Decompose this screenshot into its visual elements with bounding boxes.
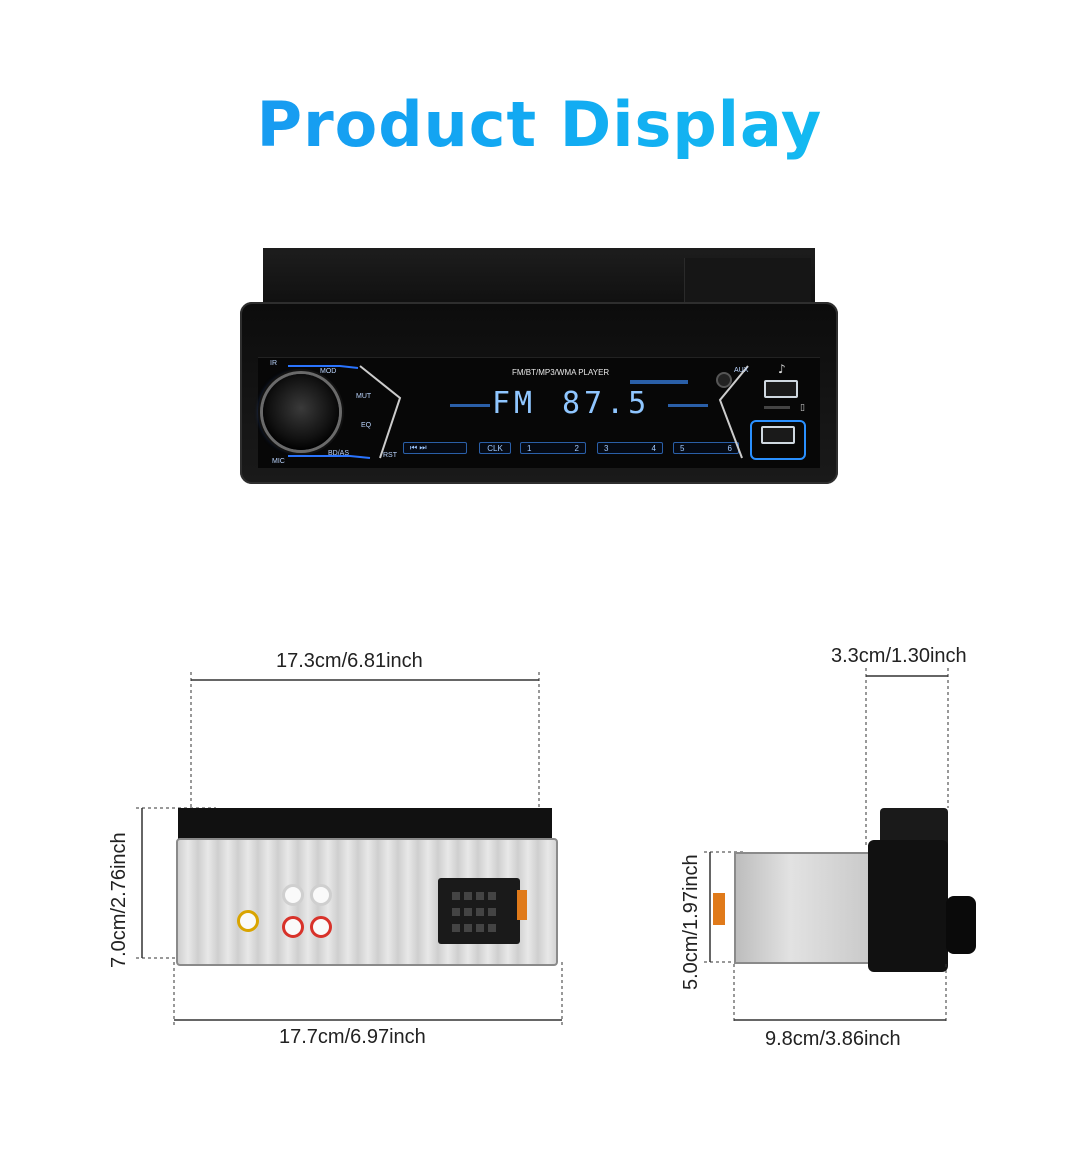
side-faceplate	[868, 840, 948, 972]
rca-yellow-connector	[237, 910, 259, 932]
prev-next-button[interactable]: ⏮ ⏭	[403, 442, 467, 454]
back-bottom-width-label: 17.7cm/6.97inch	[279, 1026, 426, 1048]
rst-button[interactable]: RST	[383, 452, 397, 459]
side-top-depth-dimension-line	[865, 668, 949, 848]
back-bottom-width-dimension-line	[173, 962, 563, 1028]
prev-next-label: ⏮ ⏭	[410, 443, 427, 452]
bdas-button[interactable]: BD/AS	[328, 450, 350, 457]
ir-label: IR	[270, 360, 277, 367]
preset-4-label: 4	[651, 443, 656, 453]
usb-charging-glow	[750, 420, 806, 460]
model-label: FM/BT/MP3/WMA PLAYER	[512, 368, 610, 377]
usb-port-top[interactable]	[764, 380, 798, 398]
side-height-label: 5.0cm/1.97inch	[680, 854, 702, 990]
preset-6-label: 6	[727, 443, 732, 453]
clk-label: CLK	[487, 443, 503, 453]
back-top-flap	[178, 808, 552, 842]
clk-button[interactable]: CLK	[479, 442, 511, 454]
aux-label: AUX	[734, 367, 749, 374]
preset-1-label: 1	[527, 443, 532, 453]
usb-port-bottom[interactable]	[761, 426, 795, 444]
lcd-frequency: 87.5	[562, 386, 651, 421]
rca-red-connector-left	[282, 916, 304, 938]
side-bottom-depth-label: 9.8cm/3.86inch	[765, 1028, 901, 1050]
fuse	[517, 890, 527, 920]
page-title: Product Display	[0, 88, 1079, 161]
aux-jack[interactable]	[716, 372, 732, 388]
back-top-width-label: 17.3cm/6.81inch	[276, 650, 423, 672]
mod-button[interactable]: MOD	[320, 368, 337, 375]
side-volume-knob	[946, 896, 976, 954]
faceplate-right-trim	[718, 365, 749, 459]
music-note-icon: ♪	[778, 362, 786, 376]
back-height-label: 7.0cm/2.76inch	[108, 832, 130, 968]
side-fuse	[713, 893, 725, 925]
side-metal-cage	[734, 852, 874, 964]
sd-card-slot[interactable]	[764, 406, 790, 409]
lcd-left-bars	[450, 404, 490, 407]
rca-red-connector-right	[310, 916, 332, 938]
eq-button[interactable]: EQ	[361, 422, 372, 429]
lcd-right-bars	[668, 404, 708, 407]
mut-button[interactable]: MUT	[356, 393, 372, 400]
iso-wiring-connector	[438, 878, 520, 944]
preset-3-label: 3	[604, 443, 609, 453]
mic-label: MIC	[272, 458, 285, 465]
volume-knob[interactable]	[263, 374, 339, 450]
side-height-dimension-line	[704, 851, 744, 963]
sd-card-icon: ▯	[800, 403, 805, 413]
faceplate-left-trim	[288, 365, 402, 459]
preset-2-label: 2	[574, 443, 579, 453]
side-top-depth-label: 3.3cm/1.30inch	[831, 645, 967, 667]
rca-white-connector-right	[310, 884, 332, 906]
rca-white-connector-left	[282, 884, 304, 906]
lcd-top-indicator	[630, 380, 688, 384]
iso-pins-graphic	[452, 892, 496, 932]
preset-5-label: 5	[680, 443, 685, 453]
lcd-display: FM 87.5	[420, 378, 720, 436]
side-bottom-depth-dimension-line	[733, 964, 947, 1024]
lcd-band: FM	[492, 386, 537, 421]
back-top-width-dimension-line	[190, 672, 540, 812]
